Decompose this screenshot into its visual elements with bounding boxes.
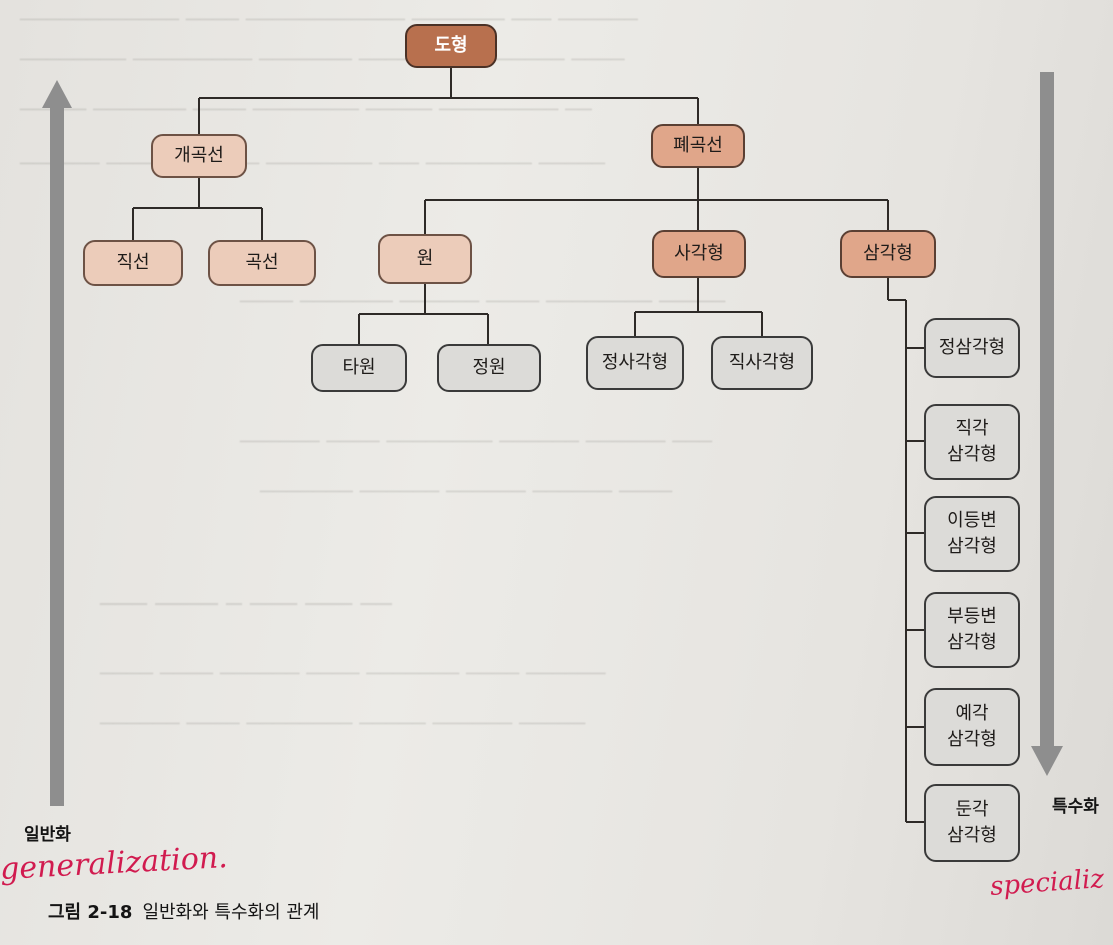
generalization-arrow-shaft <box>50 106 64 806</box>
node-label: 이등변 삼각형 <box>947 509 997 557</box>
node-scalene-triangle: 부등변 삼각형 <box>924 592 1020 668</box>
specialization-label: 특수화 <box>1052 797 1099 817</box>
background-text-line: ────── ──── ──────── ───── ────── ───── <box>100 712 586 737</box>
background-text-line: ──── ──── ────── ──── ─────── ──── ─────… <box>100 662 606 687</box>
node-isosceles-triangle: 이등변 삼각형 <box>924 496 1020 572</box>
node-label: 개곡선 <box>174 144 224 166</box>
generalization-label: 일반화 <box>24 825 71 845</box>
node-label: 타원 <box>342 356 376 378</box>
node-label: 정삼각형 <box>938 336 1006 358</box>
node-label: 직사각형 <box>728 351 796 373</box>
node-circle: 원 <box>378 234 472 284</box>
background-text-line: ───── ─────── ──── ──────── ───── ──────… <box>20 98 592 123</box>
node-label: 둔각 삼각형 <box>947 798 997 846</box>
node-closed-curve: 폐곡선 <box>651 124 745 168</box>
background-text-line: ────── ──── ──────── ────── ────── ─── <box>240 430 713 455</box>
node-curve: 곡선 <box>208 240 316 286</box>
background-text-line: ──── ─────── ────── ──── ──────── ───── <box>240 290 726 315</box>
node-label: 직선 <box>116 251 150 273</box>
node-label: 삼각형 <box>863 242 913 264</box>
node-ellipse: 타원 <box>311 344 407 392</box>
figure-title: 일반화와 특수화의 관계 <box>142 902 320 923</box>
node-obtuse-triangle: 둔각 삼각형 <box>924 784 1020 862</box>
specialization-arrow-shaft <box>1040 72 1054 748</box>
tree-lines <box>132 68 924 823</box>
background-text-line: ────── ──── ─────── ──────── ─── ───────… <box>20 152 606 177</box>
node-label: 도형 <box>434 34 468 56</box>
figure-caption: 그림 2-18 일반화와 특수화의 관계 <box>48 898 319 924</box>
background-text-line: ──────────── ──── ──────────── ─────── ─… <box>20 8 638 33</box>
node-straight-line: 직선 <box>83 240 183 286</box>
specialization-arrow <box>1031 746 1063 776</box>
node-label: 정사각형 <box>601 351 669 373</box>
generalization-arrow <box>42 80 72 108</box>
background-text-line: ──────── ───────── ─────── ──── ────────… <box>20 48 625 73</box>
node-label: 폐곡선 <box>673 134 723 156</box>
node-equilateral-triangle: 정삼각형 <box>924 318 1020 378</box>
node-label: 원 <box>416 247 434 269</box>
node-perfect-circle: 정원 <box>437 344 541 392</box>
node-open-curve: 개곡선 <box>151 134 247 178</box>
node-right-triangle: 직각 삼각형 <box>924 404 1020 480</box>
node-label: 부등변 삼각형 <box>947 605 997 653</box>
figure-number: 그림 2-18 <box>48 902 133 923</box>
background-text-line: ─────── ────── ────── ────── ──── <box>260 480 673 505</box>
node-label: 직각 삼각형 <box>947 417 997 465</box>
node-square: 정사각형 <box>586 336 684 390</box>
node-label: 예각 삼각형 <box>947 702 997 750</box>
node-triangle: 삼각형 <box>840 230 936 278</box>
background-text-line: ─── ──── ─ ─── ─── ── <box>100 590 392 620</box>
node-label: 정원 <box>472 356 506 378</box>
node-rectangle: 직사각형 <box>711 336 813 390</box>
node-quadrilateral: 사각형 <box>652 230 746 278</box>
node-label: 곡선 <box>245 251 279 273</box>
node-label: 사각형 <box>674 242 724 264</box>
node-shape: 도형 <box>405 24 497 68</box>
node-acute-triangle: 예각 삼각형 <box>924 688 1020 766</box>
